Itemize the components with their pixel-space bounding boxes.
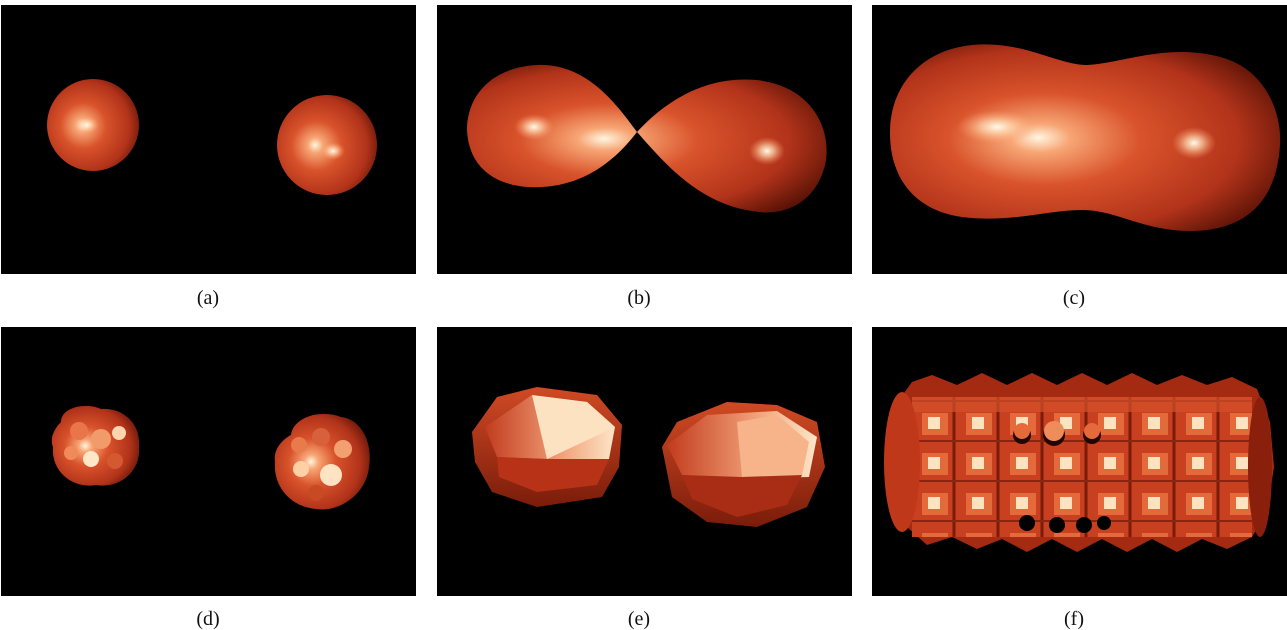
caption-a: (a): [196, 287, 220, 309]
bumpy-blob-right: [274, 413, 370, 510]
caption-c: (c): [1062, 287, 1086, 309]
merging-surface: [467, 64, 827, 213]
panel-d: [1, 327, 416, 596]
panel-f-render: [884, 373, 1274, 552]
panel-c-render: [890, 44, 1281, 232]
panel-a-render: [47, 79, 377, 195]
caption-e: (e): [627, 608, 651, 630]
panel-b-render: [467, 64, 827, 213]
spiky-cylinder: [884, 373, 1274, 552]
panel-c: [872, 5, 1287, 274]
faceted-shape-right: [662, 402, 825, 527]
panel-d-render: [51, 405, 370, 510]
panel-f: [872, 327, 1287, 596]
bumpy-blob-left: [51, 405, 140, 486]
caption-b: (b): [627, 287, 651, 309]
panel-a: [1, 5, 416, 274]
merged-surface: [890, 44, 1281, 232]
panel-e-render: [472, 387, 825, 527]
faceted-shape-left: [472, 387, 622, 507]
panel-e: [437, 327, 852, 596]
caption-f: (f): [1064, 608, 1084, 630]
panel-b: [437, 5, 852, 274]
caption-d: (d): [196, 608, 220, 630]
